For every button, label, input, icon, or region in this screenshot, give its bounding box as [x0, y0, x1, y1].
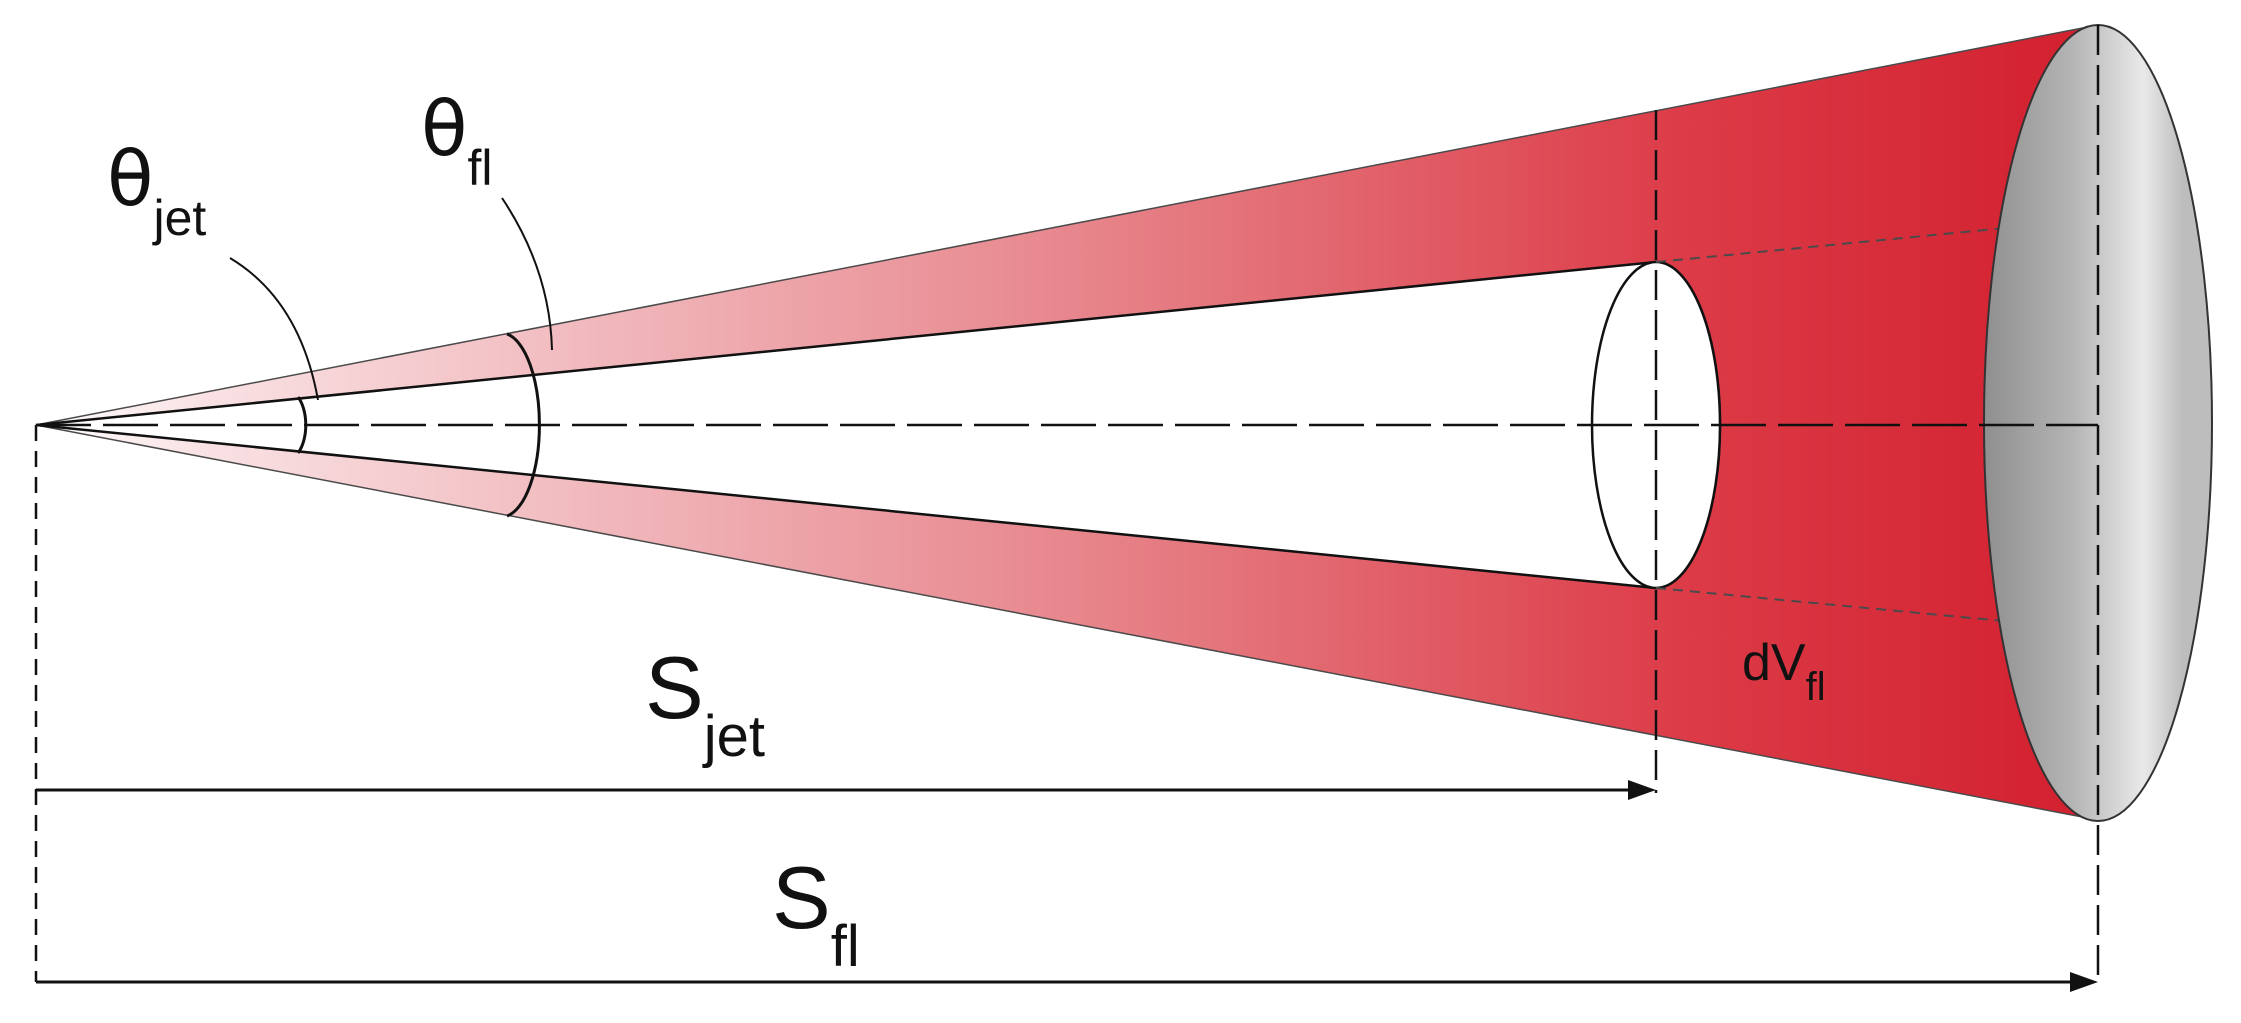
jet-extension-lower — [1655, 587, 2099, 631]
theta-jet-leader — [229, 257, 319, 401]
s-jet-arrowhead — [1628, 780, 1656, 800]
s-fl-arrowhead — [2070, 972, 2098, 992]
jet-extension-upper — [1655, 218, 2099, 263]
theta-fl-leader — [501, 197, 553, 351]
s-jet-label: Sjet — [645, 638, 765, 769]
theta-jet-arc — [296, 396, 308, 454]
theta-fl-arc — [506, 332, 541, 518]
s-fl-label: Sfl — [772, 848, 860, 979]
theta-jet-label: θjet — [107, 134, 206, 246]
theta-fl-label: θfl — [421, 84, 493, 196]
dv-fl-label: dVfl — [1742, 634, 1826, 709]
fireball-base-disk — [1983, 24, 2213, 822]
